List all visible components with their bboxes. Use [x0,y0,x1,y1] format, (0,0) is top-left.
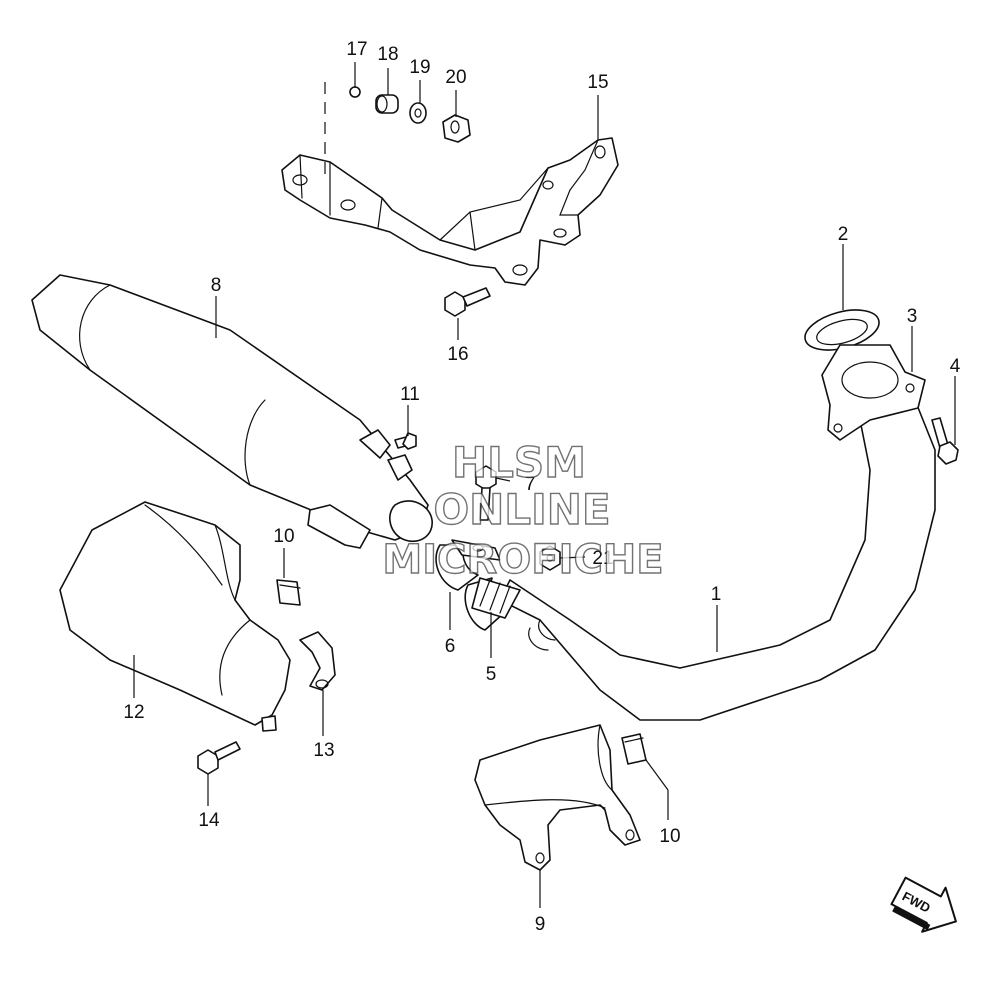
nut-part-21 [539,545,561,571]
heat-shield-part-12 [59,501,291,726]
muffler-part-8 [31,274,433,549]
label-part-2: 2 [838,224,849,245]
label-part-10-left: 10 [273,526,294,547]
bolt-part-4 [931,417,959,465]
label-part-10-right: 10 [659,826,680,847]
pad-part-10-left [276,579,301,606]
hardware-parts-17-20 [324,82,471,180]
watermark-line-2: ONLINE [433,485,610,534]
label-part-18: 18 [377,44,398,65]
fwd-arrow-icon: FWD [890,876,957,933]
bolt-part-16 [444,287,491,317]
label-part-14: 14 [198,810,220,831]
label-part-5: 5 [486,664,497,685]
pad-part-10-right [621,733,647,765]
gasket-part-5 [464,577,521,631]
bracket-part-15 [281,137,619,286]
label-part-8: 8 [211,275,222,296]
watermark-line-1: HLSM [452,438,586,487]
label-part-4: 4 [950,356,961,377]
label-part-11: 11 [400,384,420,405]
watermark: HLSM ONLINE MICROFICHE [382,437,665,583]
label-part-21: 21 [592,548,613,569]
flange-part-3 [821,344,926,441]
clamp-part-6 [435,539,501,591]
label-part-6: 6 [445,636,456,657]
label-part-15: 15 [587,72,608,93]
label-part-9: 9 [535,914,546,935]
label-part-3: 3 [907,306,918,327]
leader-lines [133,62,956,908]
label-part-19: 19 [409,57,430,78]
label-part-20: 20 [445,67,466,88]
bolt-part-14 [197,741,241,775]
label-part-7: 7 [525,474,536,495]
part-labels: 1 2 3 4 5 6 7 8 9 10 10 11 12 13 14 15 1… [123,39,960,935]
bolt-part-7 [475,465,497,521]
watermark-line-3: MICROFICHE [382,537,663,583]
label-part-13: 13 [313,740,334,761]
label-part-1: 1 [711,584,722,605]
bracket-part-13 [261,631,336,732]
label-part-17: 17 [346,39,367,60]
bolt-part-11 [394,432,417,450]
label-part-16: 16 [447,344,468,365]
heat-shield-part-9 [474,724,641,871]
label-part-12: 12 [123,702,144,723]
